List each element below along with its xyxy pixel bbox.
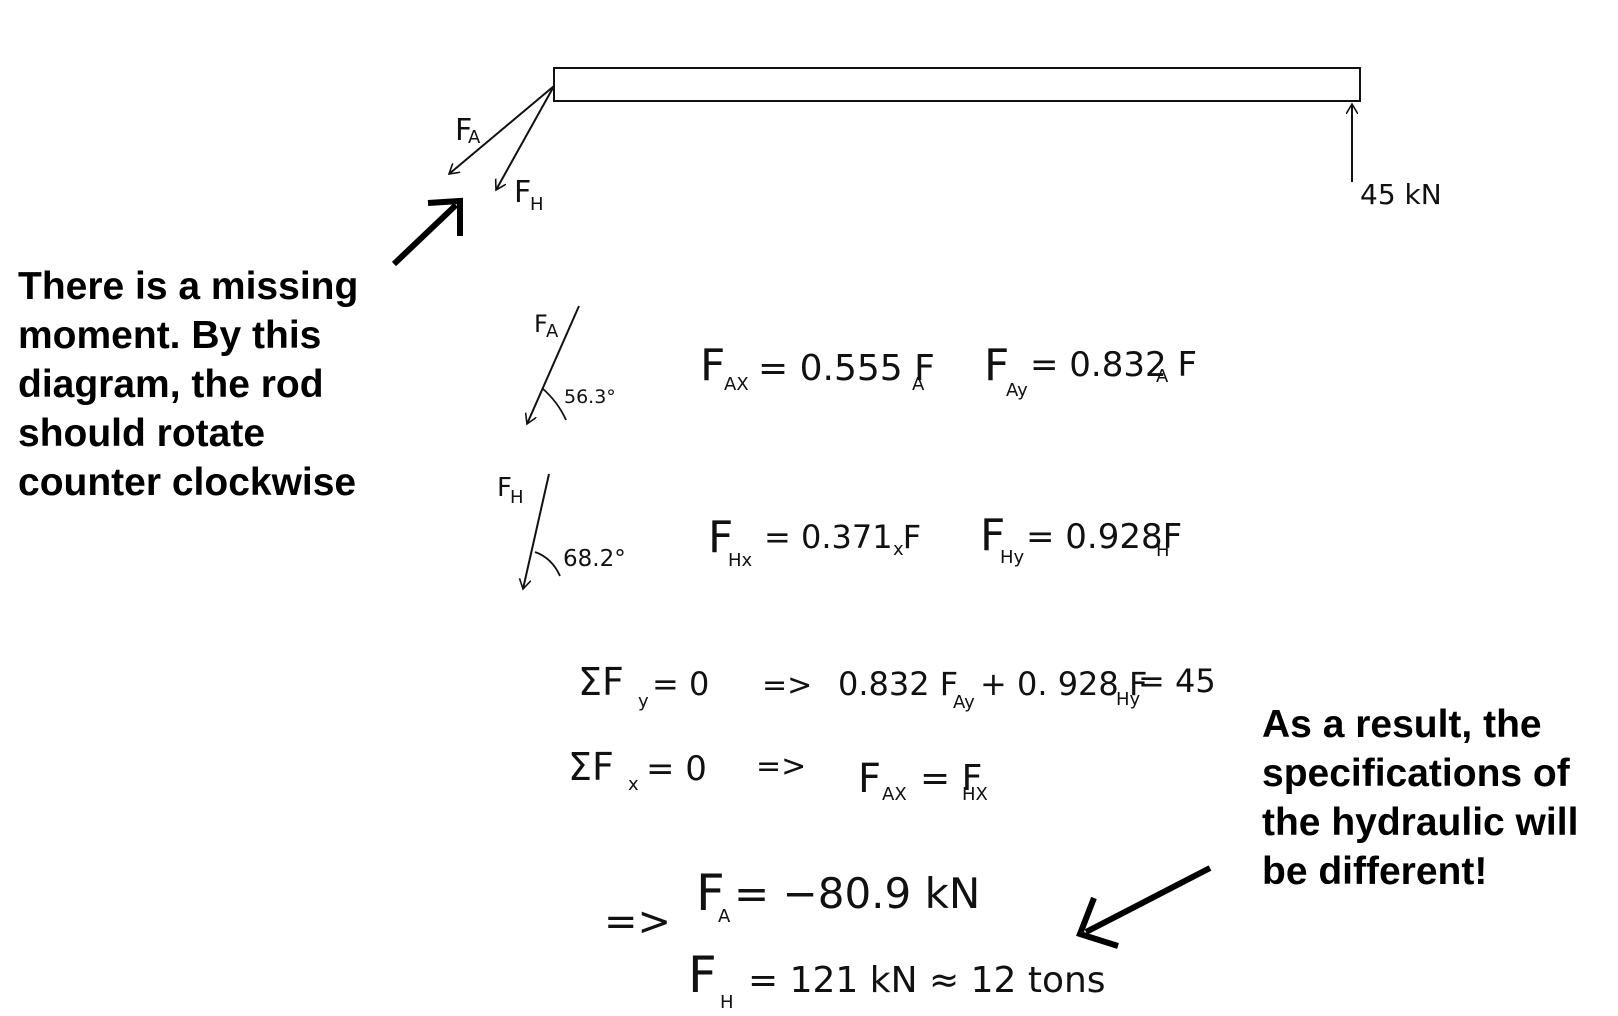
fh-result-value: = 121 kN ≈ 12 tons: [748, 960, 1106, 1001]
sum-fx-lhs-sub: x: [628, 774, 639, 795]
note-left-line: should rotate: [18, 412, 266, 455]
sum-fy-term1-sub: Ay: [953, 692, 975, 713]
fa-subscript: A: [468, 127, 481, 148]
fhy-main: F: [980, 510, 1005, 561]
fa-angle-sketch: [527, 305, 580, 424]
fax-sub: AX: [724, 374, 749, 395]
fay-rhs: = 0.832 F: [1030, 345, 1197, 385]
fh-subscript: H: [530, 194, 544, 215]
sum-fx-lhs: ΣF: [568, 745, 614, 789]
results-arrow: =>: [604, 899, 671, 945]
sum-fx-term2: = F: [920, 758, 982, 799]
fa-result-sub: A: [718, 906, 731, 927]
fa-angle-subscript: A: [546, 321, 559, 342]
note-left-line: counter clockwise: [18, 461, 357, 504]
sum-fy-equation: ΣF y = 0 => 0.832 F Ay + 0. 928 F Hy = 4…: [578, 660, 1216, 713]
fhx-sub: Hx: [728, 550, 753, 571]
sum-fx-term1: F: [858, 756, 881, 802]
fa-force-arrow: [449, 85, 555, 174]
left-note-arrowhead: [427, 197, 463, 236]
right-note-arrowhead: [1076, 896, 1119, 949]
fhy-rhs: = 0.928F: [1026, 517, 1182, 557]
sum-fx-arrow: =>: [756, 749, 806, 784]
missing-moment-note: There is a missing moment. By this diagr…: [18, 262, 358, 507]
sum-fy-term2: + 0. 928 F: [980, 665, 1147, 703]
fh-angle-arc: [534, 551, 561, 577]
fa-angle-arc: [541, 387, 567, 421]
sum-fy-eq0: = 0: [652, 665, 709, 703]
fhx-rhs-sub: x: [893, 539, 904, 560]
fhy-sub: Hy: [1000, 547, 1025, 568]
fax-equation: F AX = 0.555 F A: [700, 340, 935, 395]
fh-force-arrow: [496, 85, 555, 190]
fh-result-sub: H: [720, 992, 734, 1013]
left-note-arrow: [391, 202, 459, 267]
fh-label: F: [514, 175, 531, 210]
fay-rhs-sub: A: [1156, 366, 1169, 387]
note-left-line: diagram, the rod: [18, 363, 324, 406]
note-right-line: be different!: [1262, 850, 1488, 893]
sum-fy-term2-sub: Hy: [1116, 689, 1141, 710]
fh-angle-sketch: [523, 473, 550, 589]
sum-fx-term1-sub: AX: [882, 784, 907, 805]
fh-angle-label: F: [497, 473, 512, 503]
sum-fx-eq0: = 0: [646, 749, 707, 789]
fay-sub: Ay: [1006, 380, 1028, 401]
fh-angle-value: 68.2°: [563, 546, 626, 572]
fa-result-main: F: [696, 864, 725, 922]
fax-rhs: = 0.555 F: [758, 348, 935, 389]
fa-label: F: [455, 113, 472, 148]
sum-fy-term1: 0.832 F: [838, 665, 958, 703]
fhx-main: F: [708, 512, 733, 563]
note-right-line: As a result, the: [1262, 703, 1542, 746]
note-right-line: specifications of: [1262, 752, 1570, 795]
rod-beam: [553, 67, 1361, 102]
fh-result-main: F: [688, 946, 717, 1004]
sum-fy-lhs: ΣF: [578, 660, 624, 704]
fhy-rhs-sub: H: [1156, 540, 1170, 561]
reaction-label: 45 kN: [1360, 178, 1442, 211]
sum-fy-end: = 45: [1138, 662, 1216, 700]
fhx-equation: F Hx = 0.371 F x: [708, 512, 921, 571]
fay-main: F: [984, 340, 1009, 391]
note-right-line: the hydraulic will: [1262, 801, 1579, 844]
right-note-arrow: [1084, 865, 1212, 935]
fa-angle-value: 56.3°: [564, 386, 616, 408]
sum-fx-equation: ΣF x = 0 => F AX = F HX: [568, 745, 988, 805]
fh-result: F H = 121 kN ≈ 12 tons: [688, 946, 1106, 1013]
fa-result: F A = −80.9 kN: [696, 864, 980, 927]
note-left-line: moment. By this: [18, 314, 322, 357]
fax-rhs-sub: A: [912, 374, 925, 395]
hydraulic-specs-note: As a result, the specifications of the h…: [1262, 700, 1578, 896]
fa-result-value: = −80.9 kN: [734, 869, 980, 918]
fhx-rhs: = 0.371 F: [764, 518, 921, 556]
note-left-line: There is a missing: [18, 265, 359, 308]
fax-main: F: [700, 340, 725, 391]
sum-fy-arrow: =>: [762, 668, 812, 703]
sum-fx-term2-sub: HX: [962, 784, 988, 805]
fay-equation: F Ay = 0.832 F A: [984, 340, 1197, 401]
fa-angle-label: F: [534, 310, 548, 338]
fh-angle-subscript: H: [510, 487, 524, 508]
fhy-equation: F Hy = 0.928F H: [980, 510, 1182, 568]
sum-fy-lhs-sub: y: [638, 691, 649, 712]
